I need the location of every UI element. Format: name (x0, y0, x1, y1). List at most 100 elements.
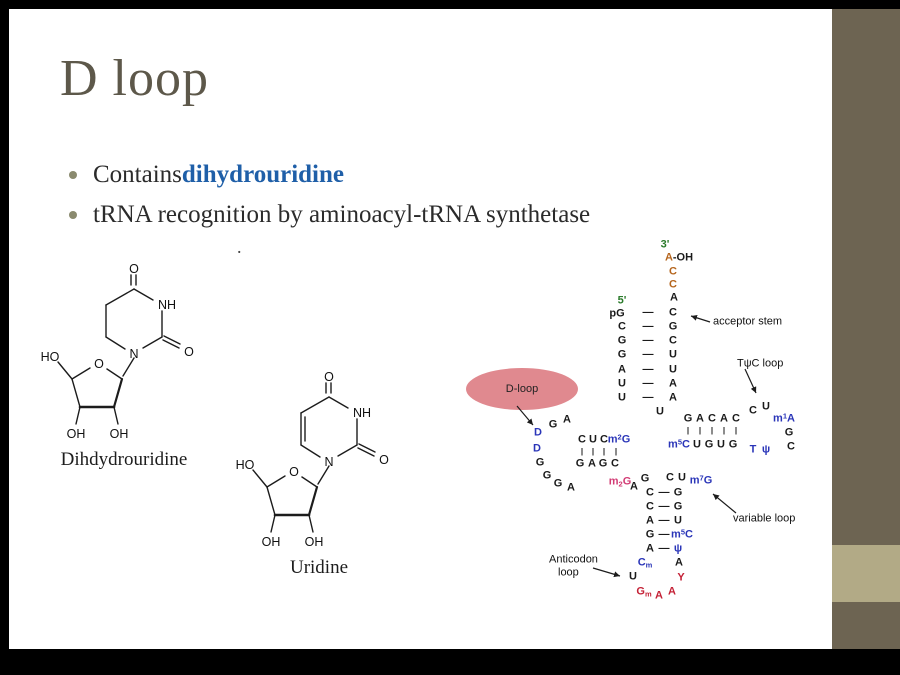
nucleotide: | (686, 426, 690, 435)
bullet-dot-icon (69, 171, 77, 179)
nucleotide: U (693, 438, 701, 451)
nucleotide: Gm (636, 585, 652, 599)
nucleotide: U (656, 405, 664, 418)
nucleotide: G (645, 528, 655, 541)
nucleotide: G (548, 418, 558, 431)
stray-dot: . (237, 237, 242, 257)
nucleotide: — (658, 514, 670, 527)
arrows-layer (516, 314, 757, 578)
nucleotide: C (732, 412, 740, 425)
nucleotide: m2G (608, 475, 632, 489)
nucleotide: — (642, 306, 654, 319)
nucleotide: C (666, 471, 674, 484)
nucleotide: A (567, 481, 575, 494)
nucleotide: U (618, 377, 626, 390)
nucleotide: 5' (617, 294, 627, 307)
nucleotide: G (673, 500, 683, 513)
nucleotide: m7G (689, 473, 713, 487)
nucleotide: — (642, 320, 654, 333)
bullet-dot-icon (69, 211, 77, 219)
pointer-arrow (592, 567, 621, 578)
diagram-label: Anticodon (549, 553, 598, 566)
nucleotide: — (642, 334, 654, 347)
atom-label: O (324, 370, 334, 384)
nucleotide: C (611, 457, 619, 470)
nucleotide: A (618, 363, 626, 376)
nucleotide: C (578, 433, 586, 446)
nucleotide: G (617, 334, 627, 347)
nucleotide: A (630, 480, 638, 493)
nucleotide: U (629, 570, 637, 583)
nucleotide: G (535, 456, 545, 469)
nucleotide: — (658, 542, 670, 555)
nucleotide: — (642, 391, 654, 404)
nucleotide: U (669, 348, 677, 361)
nucleotide: — (658, 500, 670, 513)
nucleotide: C (669, 334, 677, 347)
nucleotide: C (669, 265, 677, 278)
nucleotide: G (640, 472, 650, 485)
nucleotide: A (668, 585, 676, 598)
bullet-item: tRNA recognition by aminoacyl-tRNA synth… (69, 201, 590, 229)
diagram-label: variable loop (733, 512, 796, 525)
nucleotide: C (749, 404, 757, 417)
nucleotide: U (762, 400, 770, 413)
nucleotide: C (669, 306, 677, 319)
nucleotide: C (669, 278, 677, 291)
nucleotide: | (710, 426, 714, 435)
bullet-item: Contains dihydrouridine (69, 161, 590, 189)
atom-label: OH (262, 535, 281, 549)
nucleotide: G (668, 320, 678, 333)
bullet-text: tRNA recognition by aminoacyl-tRNA synth… (93, 201, 591, 228)
nucleotide: G (784, 426, 794, 439)
nucleotide: | (722, 426, 726, 435)
atom-label: NH (158, 298, 176, 312)
atom-label: O (129, 262, 139, 276)
nucleotide: G (598, 457, 608, 470)
nucleotide: | (734, 426, 738, 435)
band-accent (832, 545, 900, 602)
atom-label: O (94, 357, 104, 371)
atom-label: N (129, 347, 138, 361)
nucleotide: A (675, 556, 683, 569)
nucleotide: C (646, 500, 654, 513)
nucleotide: m5C (668, 437, 690, 451)
molecule-label: Dihdydrouridine (60, 449, 188, 470)
nucleotide: U (669, 363, 677, 376)
bullet-list: Contains dihydrouridine tRNA recognition … (69, 161, 590, 241)
diagram-label: TψC loop (737, 357, 784, 370)
nucleotide: — (642, 377, 654, 390)
atom-label: OH (110, 427, 129, 441)
nucleotide: A (588, 457, 596, 470)
nucleotide: C (600, 433, 608, 446)
nucleotide: U (674, 514, 682, 527)
atom-label: HO (41, 350, 60, 364)
nucleotide: A (669, 377, 677, 390)
nucleotide: G (542, 469, 552, 482)
atom-label: HO (236, 458, 255, 472)
nucleotide: | (591, 447, 595, 456)
nucleotide: A (655, 589, 663, 602)
nucleotide: — (658, 486, 670, 499)
nucleotide: A (646, 514, 654, 527)
nucleotide: C (618, 320, 626, 333)
nucleotide: A (669, 391, 677, 404)
nucleotide: A (696, 412, 704, 425)
nucleotide: A-OH (664, 251, 694, 264)
nucleotide: G (617, 348, 627, 361)
nucleotide: G (673, 486, 683, 499)
bullet-text: Contains (93, 161, 182, 188)
nucleotide: G (704, 438, 714, 451)
nucleotide: | (580, 447, 584, 456)
nucleotide: A (720, 412, 728, 425)
pointer-arrow (744, 368, 757, 394)
nucleotide: G (553, 477, 563, 490)
nucleotide: G (728, 438, 738, 451)
atom-label: N (324, 455, 333, 469)
